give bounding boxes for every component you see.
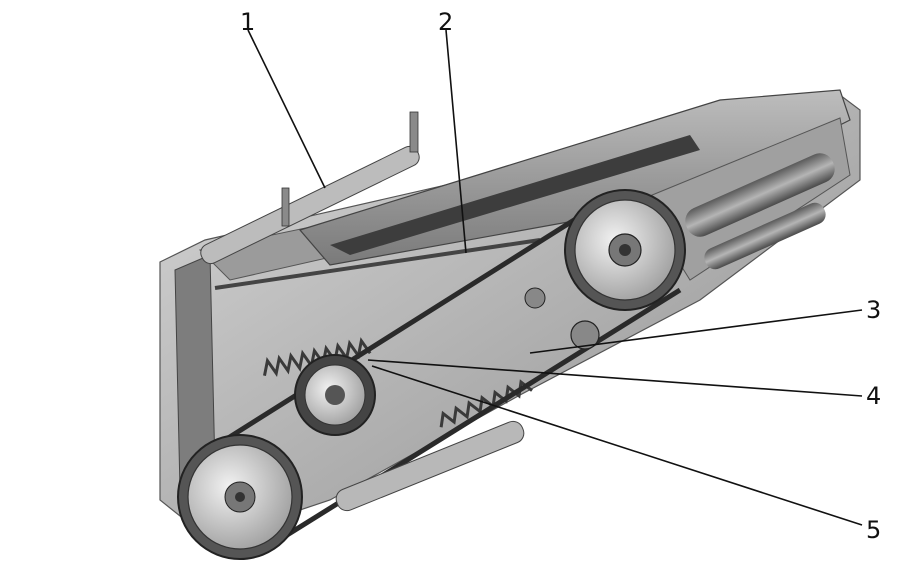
callout-3: 3 — [866, 296, 881, 324]
drive-belt — [223, 207, 682, 558]
pulley-lower-left — [177, 434, 303, 560]
hydraulic-cylinder-bottom — [335, 420, 525, 512]
idler-wheel — [570, 320, 600, 350]
leader-line-4 — [367, 359, 863, 397]
leader-lines — [247, 29, 863, 526]
leader-line-1 — [247, 29, 326, 189]
callout-2: 2 — [438, 8, 453, 36]
hydraulic-cylinder-top — [200, 111, 420, 265]
callout-1: 1 — [240, 8, 255, 36]
leader-line-3 — [529, 309, 863, 354]
leader-line-5 — [371, 365, 863, 526]
rollers — [685, 153, 835, 270]
leader-line-2 — [445, 29, 467, 254]
callout-5: 5 — [866, 516, 881, 544]
tension-arm-pivot — [524, 287, 546, 309]
callout-4: 4 — [866, 382, 881, 410]
pulley-middle — [294, 354, 376, 436]
tension-spring-left — [263, 337, 372, 377]
pulley-upper-right — [564, 189, 686, 311]
tie-rod — [214, 238, 541, 290]
